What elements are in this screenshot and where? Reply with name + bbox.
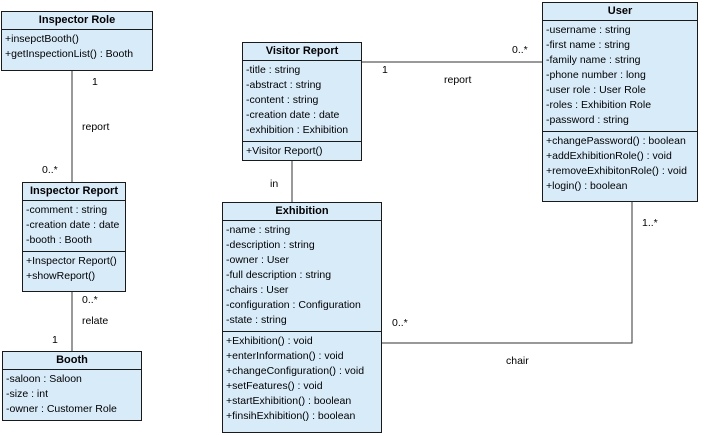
class-booth[interactable]: Booth -saloon : Saloon -size : int -owne… <box>2 351 142 421</box>
mult-visitor-report: 1 <box>382 64 388 76</box>
operations-section: +Exhibition() : void +enterInformation()… <box>223 331 381 427</box>
operation: +login() : boolean <box>546 180 628 192</box>
operations-section: +insepctBooth() +getInspectionList() : B… <box>2 30 152 65</box>
class-inspector-report[interactable]: Inspector Report -comment : string -crea… <box>22 182 126 292</box>
operation: +insepctBooth() <box>5 33 79 45</box>
operation: +changePassword() : boolean <box>546 135 686 147</box>
attribute: -exhibition : Exhibition <box>246 124 349 136</box>
assoc-label-in: in <box>270 178 279 190</box>
operation: +finsihExhibition() : boolean <box>226 410 356 422</box>
assoc-label-chair: chair <box>506 355 529 367</box>
class-inspector-role[interactable]: Inspector Role +insepctBooth() +getInspe… <box>1 11 153 71</box>
class-visitor-report[interactable]: Visitor Report -title : string -abstract… <box>242 42 362 161</box>
mult-user-chair: 1..* <box>642 217 658 229</box>
assoc-label-report-right: report <box>444 74 472 86</box>
attribute: -family name : string <box>546 54 641 66</box>
attribute: -owner : User <box>226 254 290 266</box>
operation: +addExhibitionRole() : void <box>546 150 672 162</box>
operation: +showReport() <box>26 270 96 282</box>
attribute: -user role : User Role <box>546 84 646 96</box>
attribute: -comment : string <box>26 204 108 216</box>
mult-inspector-role: 1 <box>92 76 98 88</box>
attribute: -chairs : User <box>226 284 289 296</box>
operations-section: +changePassword() : boolean +addExhibiti… <box>543 131 697 197</box>
attribute: -configuration : Configuration <box>226 299 361 311</box>
mult-booth: 1 <box>52 334 58 346</box>
operation: +enterInformation() : void <box>226 350 344 362</box>
class-user[interactable]: User -username : string -first name : st… <box>542 2 698 202</box>
attribute: -username : string <box>546 24 631 36</box>
assoc-label-report-left: report <box>82 121 110 133</box>
class-exhibition[interactable]: Exhibition -name : string -description :… <box>222 202 382 433</box>
attribute: -size : int <box>6 388 49 400</box>
attributes-section: -comment : string -creation date : date … <box>23 201 125 251</box>
mult-inspector-report-bottom: 0..* <box>82 294 98 306</box>
operation: +Visitor Report() <box>246 145 323 157</box>
attribute: -title : string <box>246 64 301 76</box>
attribute: -state : string <box>226 314 287 326</box>
attribute: -phone number : long <box>546 69 646 81</box>
operation: +changeConfiguration() : void <box>226 365 365 377</box>
operations-section: +Inspector Report() +showReport() <box>23 251 125 287</box>
attributes-section: -name : string -description : string -ow… <box>223 221 381 331</box>
operation: +Exhibition() : void <box>226 335 313 347</box>
assoc-label-relate: relate <box>82 315 109 327</box>
attribute: -content : string <box>246 94 319 106</box>
attribute: -name : string <box>226 224 291 236</box>
attribute: -roles : Exhibition Role <box>546 99 652 111</box>
class-name: User <box>543 3 697 21</box>
attribute: -creation date : date <box>246 109 340 121</box>
class-name: Visitor Report <box>243 43 361 61</box>
attribute: -full description : string <box>226 269 332 281</box>
operation: +Inspector Report() <box>26 255 117 267</box>
attribute: -booth : Booth <box>26 234 92 246</box>
class-name: Inspector Role <box>2 12 152 30</box>
attribute: -saloon : Saloon <box>6 373 82 385</box>
attribute: -creation date : date <box>26 219 120 231</box>
class-name: Inspector Report <box>23 183 125 201</box>
operation: +getInspectionList() : Booth <box>5 48 134 60</box>
operation: +removeExhibitonRole() : void <box>546 165 687 177</box>
mult-exhibition-chair: 0..* <box>392 317 408 329</box>
mult-user-report: 0..* <box>512 44 528 56</box>
attribute: -password : string <box>546 114 629 126</box>
class-name: Booth <box>3 352 141 370</box>
attribute: -description : string <box>226 239 315 251</box>
attribute: -first name : string <box>546 39 631 51</box>
attribute: -owner : Customer Role <box>6 403 117 415</box>
operations-section: +Visitor Report() <box>243 141 361 162</box>
attributes-section: -username : string -first name : string … <box>543 21 697 131</box>
attributes-section: -title : string -abstract : string -cont… <box>243 61 361 141</box>
attributes-section: -saloon : Saloon -size : int -owner : Cu… <box>3 370 141 420</box>
class-name: Exhibition <box>223 203 381 221</box>
attribute: -abstract : string <box>246 79 322 91</box>
mult-inspector-report-top: 0..* <box>42 164 58 176</box>
operation: +startExhibition() : boolean <box>226 395 352 407</box>
association-line-chair <box>382 202 633 344</box>
operation: +setFeatures() : void <box>226 380 323 392</box>
